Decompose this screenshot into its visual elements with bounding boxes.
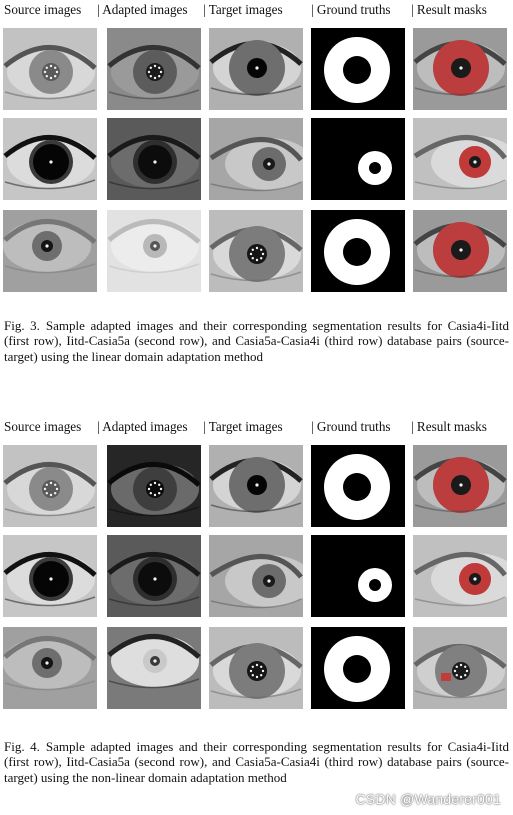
header-target: | Target images xyxy=(203,2,283,17)
image-tile-eye-gray-with-dot-ring xyxy=(3,28,97,110)
image-tile-eye-very-light xyxy=(107,210,201,292)
image-tile-red-mask-overlay-small xyxy=(413,535,507,617)
figure-caption: Fig. 4.Sample adapted images and their c… xyxy=(4,739,509,785)
figure-label: Fig. 3. xyxy=(4,318,40,333)
image-tile-red-mask-overlay xyxy=(413,210,507,292)
image-tile-eye-gray-iris xyxy=(209,535,303,617)
header-ground-truth: | Ground truths xyxy=(311,419,391,434)
image-tile-eye-gray-iris xyxy=(209,118,303,200)
image-tile-eye-with-partial-red xyxy=(413,627,507,709)
image-tile-ring-mask xyxy=(311,445,405,527)
image-tile-eye-textured-iris-white-dot xyxy=(209,445,303,527)
image-tile-red-mask-overlay-small xyxy=(413,118,507,200)
figure-caption: Fig. 3.Sample adapted images and their c… xyxy=(4,318,509,364)
watermark: CSDN @Wanderer001 xyxy=(355,791,501,807)
image-tile-eye-faded-gray xyxy=(3,210,97,292)
image-tile-eye-iris-with-dot-ring xyxy=(209,210,303,292)
image-tile-eye-textured-iris-white-dot xyxy=(209,28,303,110)
image-tile-eye-dark-large-pupil xyxy=(107,118,201,200)
image-tile-ring-mask xyxy=(311,28,405,110)
header-target: | Target images xyxy=(203,419,283,434)
header-source: Source images xyxy=(4,419,82,434)
figure-label: Fig. 4. xyxy=(4,739,40,754)
header-adapted: | Adapted images xyxy=(97,419,188,434)
header-result: | Result masks xyxy=(411,419,487,434)
image-tile-eye-gray-with-dot-ring xyxy=(3,445,97,527)
image-tile-ring-mask-small xyxy=(311,535,405,617)
header-result: | Result masks xyxy=(411,2,487,17)
column-headers: Source images | Adapted images | Target … xyxy=(0,2,513,22)
image-tile-ring-mask xyxy=(311,210,405,292)
image-tile-eye-dark-high-contrast xyxy=(107,445,201,527)
image-tile-eye-stylized-bright xyxy=(107,627,201,709)
header-source: Source images xyxy=(4,2,82,17)
header-ground-truth: | Ground truths xyxy=(311,2,391,17)
caption-text: Sample adapted images and their correspo… xyxy=(4,318,510,364)
caption-text: Sample adapted images and their correspo… xyxy=(4,739,510,785)
image-tile-eye-large-black-pupil xyxy=(3,118,97,200)
header-adapted: | Adapted images xyxy=(97,2,188,17)
image-tile-eye-dark-flat xyxy=(107,28,201,110)
image-tile-red-mask-overlay xyxy=(413,445,507,527)
image-tile-eye-dark-large-pupil xyxy=(107,535,201,617)
image-tile-eye-large-black-pupil xyxy=(3,535,97,617)
image-tile-eye-faded-gray xyxy=(3,627,97,709)
image-tile-ring-mask xyxy=(311,627,405,709)
image-tile-eye-iris-with-dot-ring xyxy=(209,627,303,709)
image-tile-ring-mask-small xyxy=(311,118,405,200)
column-headers: Source images | Adapted images | Target … xyxy=(0,419,513,439)
image-tile-red-mask-overlay xyxy=(413,28,507,110)
